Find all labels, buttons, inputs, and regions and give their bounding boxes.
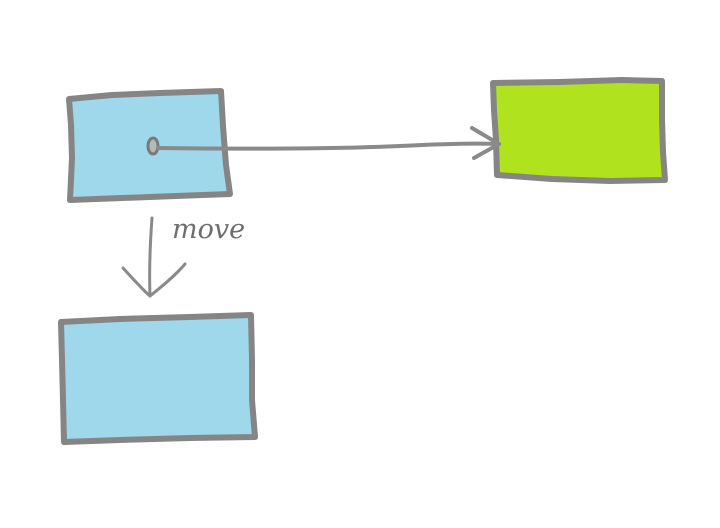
pointer-dot (146, 136, 160, 156)
target-box-shape (490, 77, 668, 184)
pointer-arrow-head (470, 126, 501, 160)
pointer-arrow-line (156, 141, 501, 151)
moved-box-shape (58, 312, 258, 445)
pointer-arrow (156, 126, 501, 160)
move-arrow-line (148, 216, 154, 298)
move-arrow-head (121, 262, 187, 298)
moved-box (58, 312, 258, 445)
move-arrow (121, 216, 187, 298)
move-arrow-label: move (172, 214, 245, 245)
target-box (490, 77, 668, 184)
